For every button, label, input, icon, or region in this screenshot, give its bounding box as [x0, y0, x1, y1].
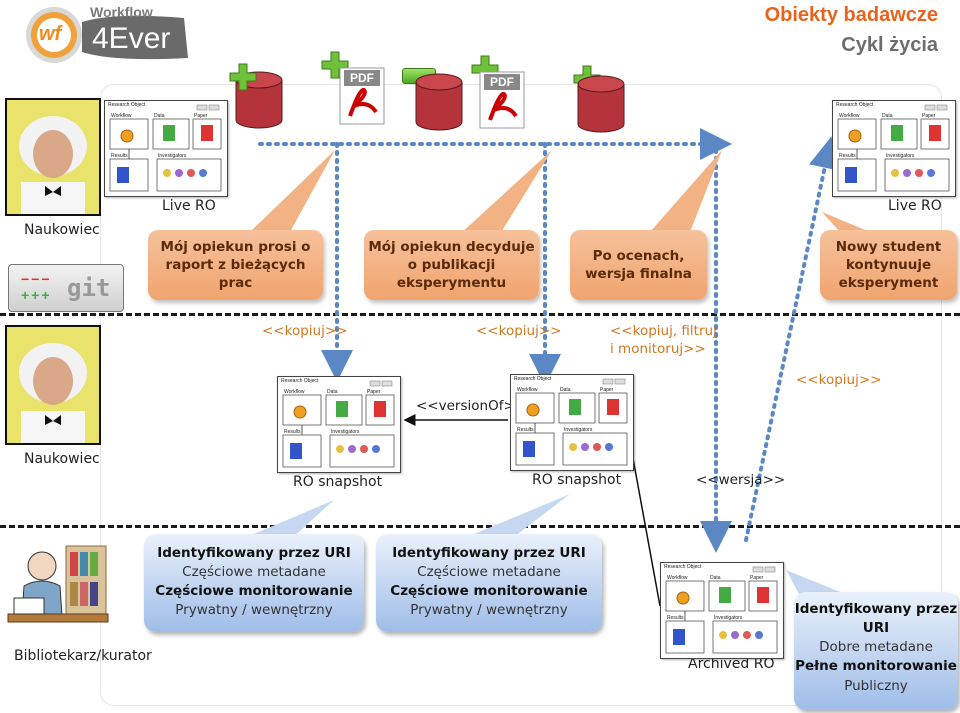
ro-data-label: Data [154, 113, 165, 119]
role-scientist-middle: Naukowiec [24, 451, 100, 467]
ro-paper-label: Paper [194, 113, 208, 119]
relation-copy-2: <<kopiuj>> [476, 323, 562, 339]
ro-data-label: Data [560, 387, 571, 393]
scientist-portrait-middle [5, 325, 101, 445]
ro-paper-label: Paper [922, 113, 936, 119]
info-box-3-line-2: Dobre metadane [819, 639, 933, 656]
ro-paper-label: Paper [367, 389, 381, 395]
info-box-1-line-3: Częściowe monitorowanie [155, 583, 353, 600]
plus-icon-1 [228, 62, 258, 92]
ro-results-label: Results [517, 427, 534, 433]
info-box-2-line-4: Prywatny / wewnętrzny [410, 602, 568, 619]
info-box-3-line-4: Publiczny [844, 677, 908, 694]
ro-investigators-label: Investigators [714, 615, 743, 621]
page-subtitle: Cykl życia [841, 34, 938, 56]
git-text: git [67, 274, 111, 302]
info-box-1-line-1: Identyfikowany przez URI [157, 545, 351, 561]
info-box-3-line-3: Pełne monitorowanie [795, 658, 957, 675]
ro-workflow-label: Workflow [667, 575, 688, 581]
info-box-2-line-3: Częściowe monitorowanie [390, 583, 588, 600]
git-plus-icon: +++ [21, 287, 52, 303]
ro-investigators-label: Investigators [886, 153, 915, 159]
ro-header-label: Research Object [836, 102, 874, 108]
ro-label-archived: Archived RO [688, 656, 775, 672]
logo-mark: wf [39, 23, 62, 45]
ro-label-snapshot-2: RO snapshot [532, 472, 622, 488]
relation-version: <<wersja>> [696, 472, 786, 488]
database-cylinder-2 [414, 72, 464, 137]
ro-data-label: Data [710, 575, 721, 581]
ro-results-label: Results [667, 615, 684, 621]
relation-copy-3: <<kopiuj>> [796, 372, 882, 388]
ro-workflow-label: Workflow [111, 113, 132, 119]
info-box-snapshot-2: Identyfikowany przez URI Częściowe metad… [376, 534, 602, 632]
pdf-icon-2: PDF [478, 70, 528, 132]
ro-label-live-left: Live RO [162, 198, 216, 214]
ro-investigators-label: Investigators [331, 429, 360, 435]
plus-icon-2 [320, 50, 350, 80]
ro-workflow-label: Workflow [284, 389, 305, 395]
logo-small-text: Workflow [90, 4, 153, 20]
relation-copy-filter: <<kopiuj, filtruj i monitoruj>> [610, 323, 717, 357]
ro-data-label: Data [882, 113, 893, 119]
pdf-label-2: PDF [490, 75, 514, 89]
scientist-portrait-top [5, 98, 101, 216]
logo-big-text: 4Ever [92, 22, 171, 55]
database-cylinder-3 [576, 74, 626, 139]
ro-paper-label: Paper [600, 387, 614, 393]
info-box-1-line-4: Prywatny / wewnętrzny [175, 602, 333, 619]
info-box-archived: Identyfikowany przez URI Dobre metadane … [794, 592, 958, 710]
info-box-3-line-1: Identyfikowany przez URI [794, 601, 958, 637]
ro-header-label: Research Object [664, 564, 702, 570]
ro-results-label: Results [111, 153, 128, 159]
lane-separator-top [0, 313, 960, 316]
ro-workflow-label: Workflow [839, 113, 860, 119]
git-minus-icon: −−− [21, 271, 52, 287]
ro-data-label: Data [327, 389, 338, 395]
workflow4ever-logo: wf Workflow 4Ever [24, 2, 194, 68]
relation-copy-1: <<kopiuj>> [262, 323, 348, 339]
pdf-icon-1: PDF [338, 66, 388, 128]
info-box-1-line-2: Częściowe metadane [182, 564, 326, 581]
info-box-2-line-1: Identyfikowany przez URI [392, 545, 586, 561]
ro-results-label: Results [839, 153, 856, 159]
ro-header-label: Research Object [514, 376, 552, 382]
copy-arrow-3 [744, 136, 841, 542]
ro-investigators-label: Investigators [158, 153, 187, 159]
git-logo: −−− +++ git [8, 264, 124, 312]
lane-separator-bottom [0, 525, 960, 528]
role-scientist-top: Naukowiec [24, 222, 100, 238]
ro-paper-label: Paper [750, 575, 764, 581]
relation-version-of: <<versionOf>> [416, 398, 527, 414]
info-box-2-line-2: Częściowe metadane [417, 564, 561, 581]
ro-header-label: Research Object [108, 102, 146, 108]
ro-label-snapshot-1: RO snapshot [293, 474, 383, 490]
callout-final-version: Po ocenach, wersja finalna [570, 230, 707, 300]
callout-publication-decision: Mój opiekun decyduje o publikacji eksper… [364, 230, 539, 300]
pdf-label-1: PDF [350, 71, 374, 85]
ro-results-label: Results [284, 429, 301, 435]
page-title: Obiekty badawcze [764, 4, 938, 26]
callout-new-student: Nowy student kontynuuje eksperyment [820, 230, 957, 300]
role-librarian: Bibliotekarz/kurator [14, 648, 152, 664]
ro-workflow-label: Workflow [517, 387, 538, 393]
info-box-snapshot-1: Identyfikowany przez URI Częściowe metad… [144, 534, 364, 632]
callout-report-request: Mój opiekun prosi o raport z bieżących p… [148, 230, 323, 300]
ro-header-label: Research Object [281, 378, 319, 384]
librarian-illustration [6, 536, 110, 640]
ro-investigators-label: Investigators [564, 427, 593, 433]
ro-label-live-right: Live RO [888, 198, 942, 214]
